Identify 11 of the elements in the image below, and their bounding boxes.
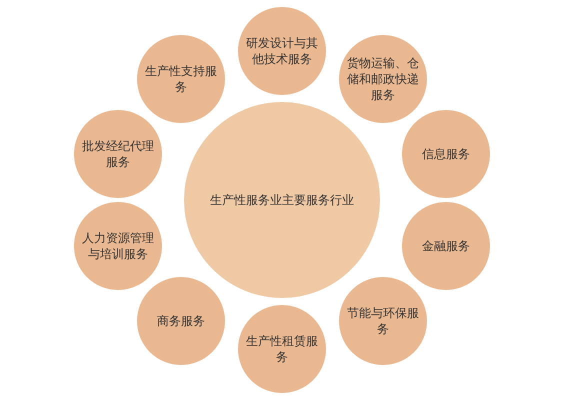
center-title: 生产性服务业主要服务行业 [209, 192, 355, 208]
category-label: 生产性租赁服务 [245, 333, 319, 365]
category-label: 商务服务 [156, 313, 206, 329]
category-label: 金融服务 [421, 238, 471, 254]
category-label: 人力资源管理与培训服务 [81, 230, 155, 262]
category-label: 货物运输、仓储和邮政快递服务 [346, 55, 420, 103]
category-label: 节能与环保服务 [346, 305, 420, 337]
category-label: 生产性支持服务 [144, 63, 218, 95]
category-label: 研发设计与其他技术服务 [245, 35, 319, 67]
category-label: 信息服务 [421, 146, 471, 162]
category-label: 批发经纪代理服务 [81, 138, 155, 170]
